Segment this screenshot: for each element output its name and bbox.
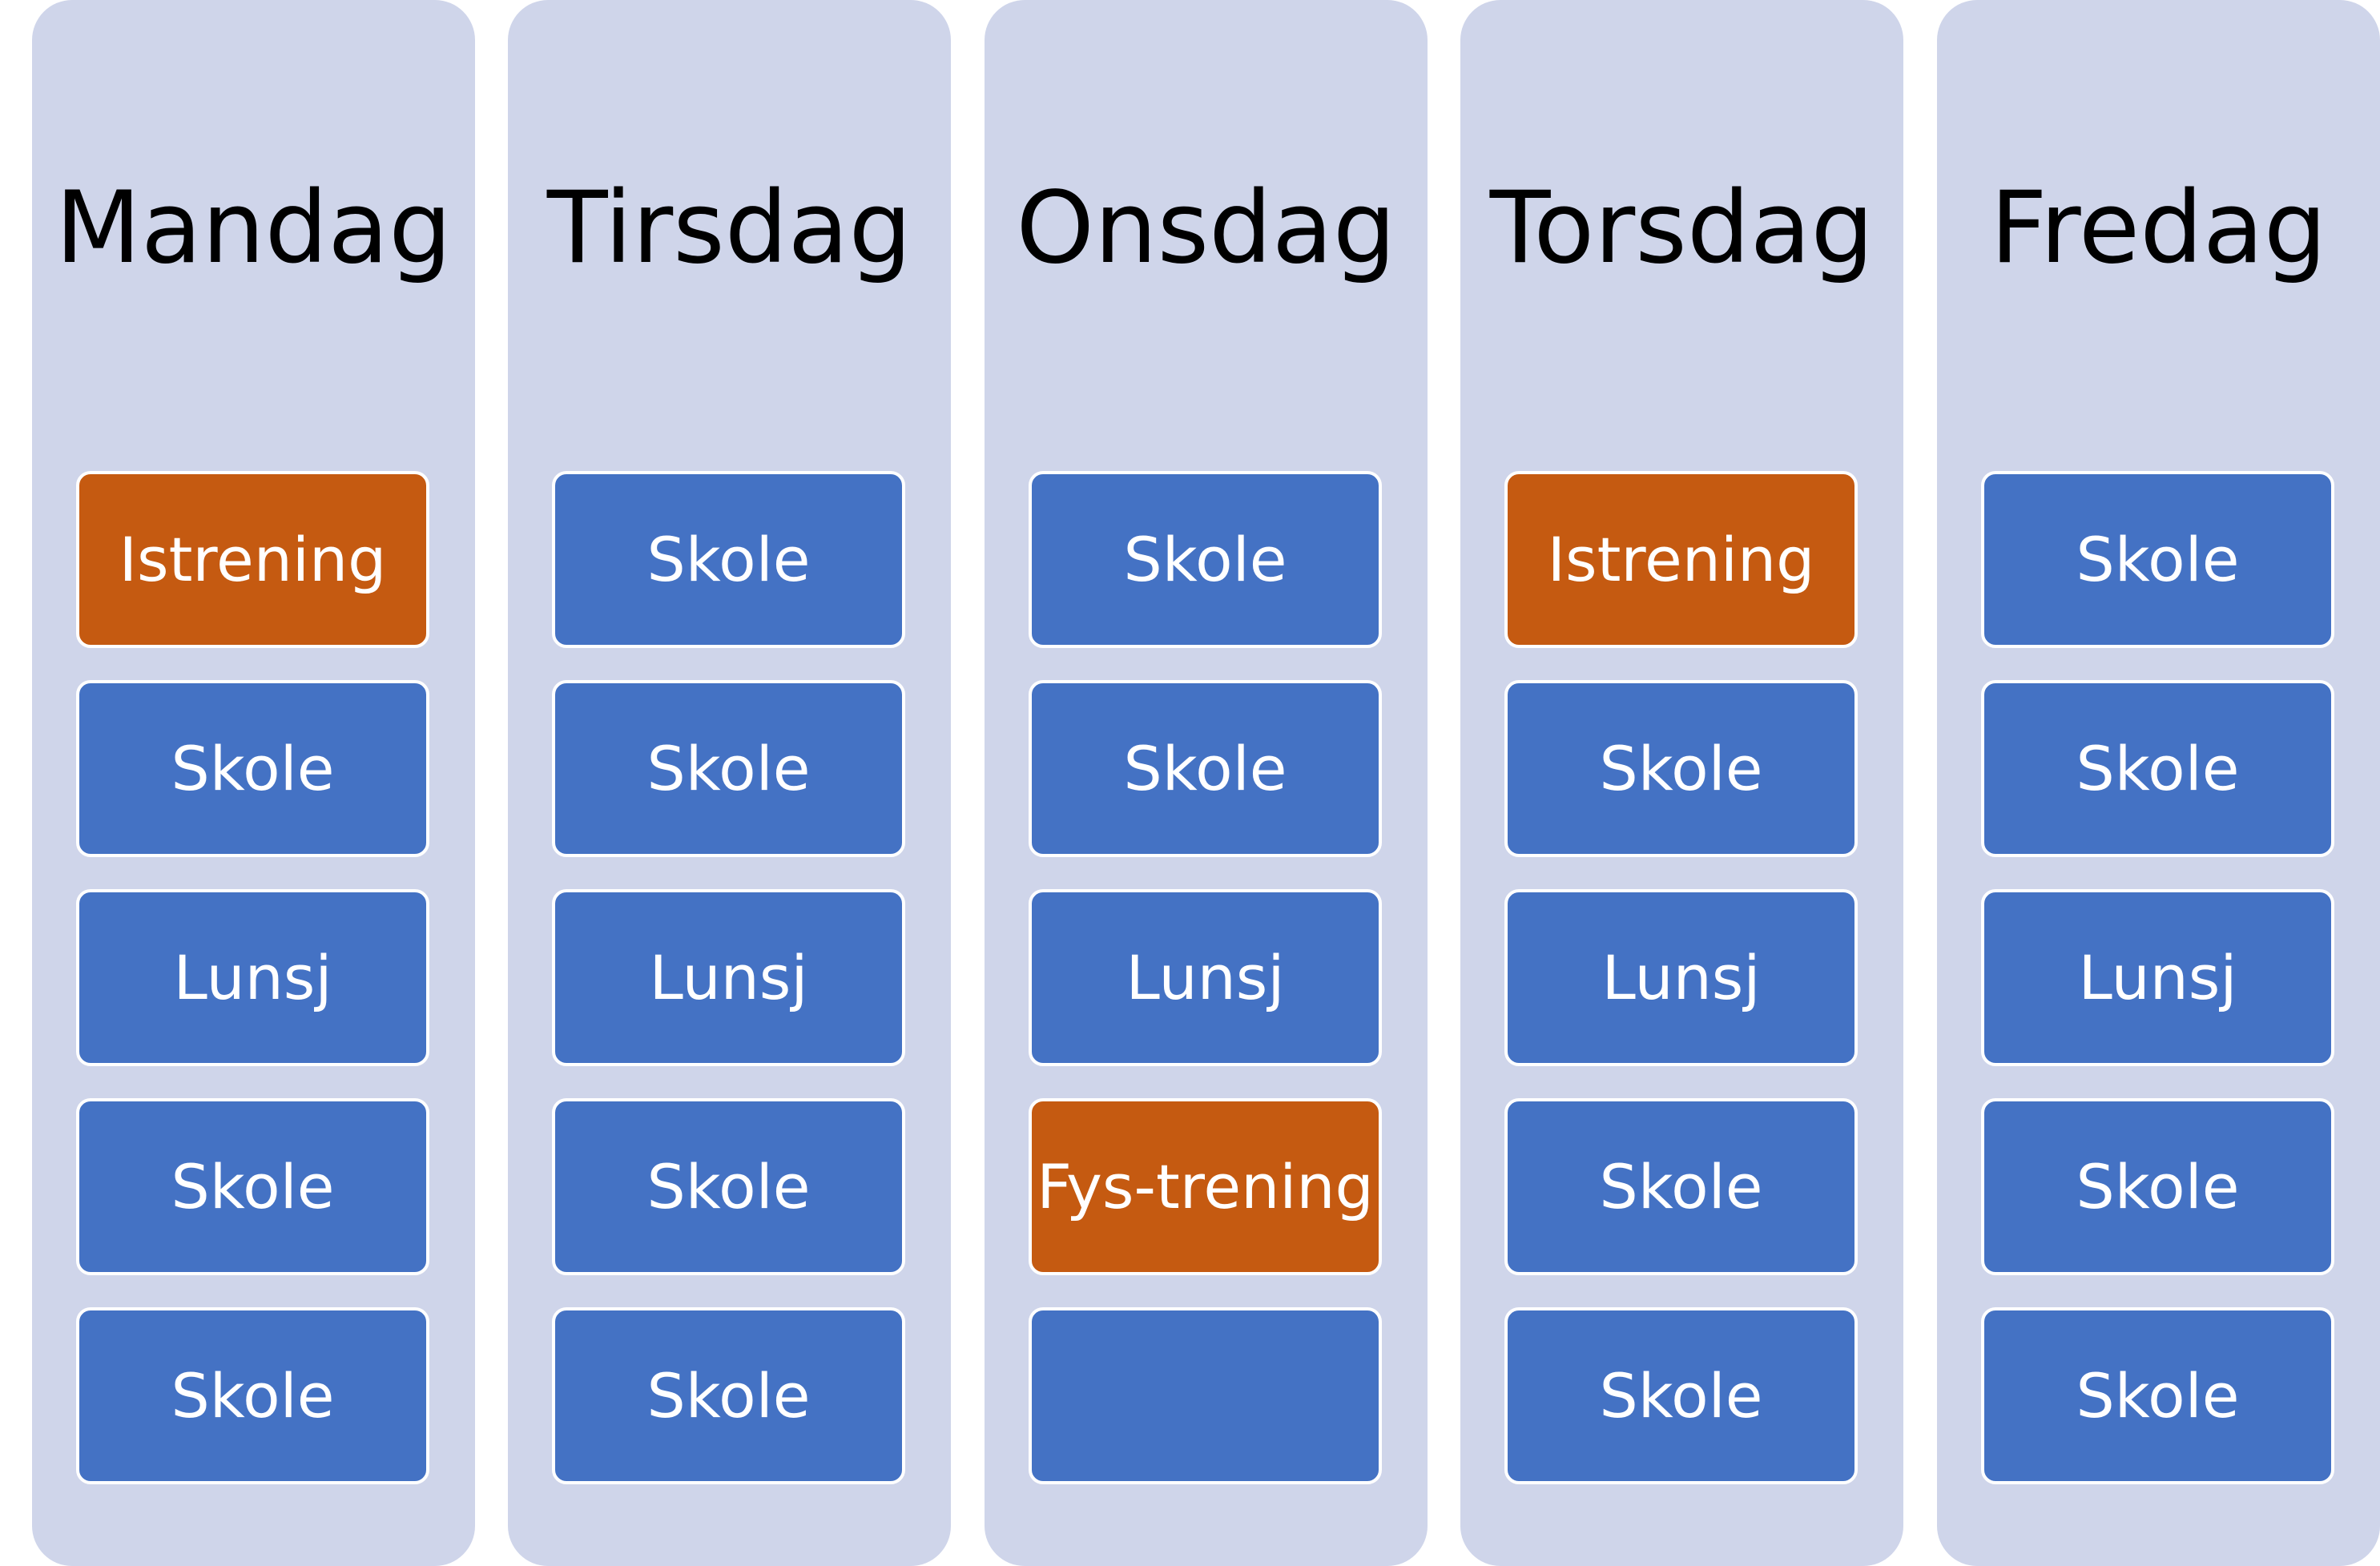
day-column-tirsdag: Tirsdag Skole Skole Lunsj Skole Skole [508,0,951,1566]
day-title: Torsdag [1489,171,1875,286]
schedule-block: Lunsj [76,889,429,1066]
schedule-block: Skole [1029,680,1382,857]
schedule-block: Lunsj [1504,889,1858,1066]
schedule-block: Skole [552,1307,905,1484]
schedule-block: Istrening [76,471,429,648]
schedule-block: Skole [1981,471,2334,648]
schedule-block: Skole [1981,680,2334,857]
schedule-block: Skole [1504,680,1858,857]
day-title: Onsdag [1016,171,1396,286]
schedule-block: Skole [552,471,905,648]
schedule-block: Skole [552,1098,905,1275]
schedule-block: Fys-trening [1029,1098,1382,1275]
day-column-fredag: Fredag Skole Skole Lunsj Skole Skole [1937,0,2380,1566]
schedule-block: Istrening [1504,471,1858,648]
schedule-block: Skole [1504,1098,1858,1275]
schedule-block: Skole [1981,1098,2334,1275]
day-column-mandag: Mandag Istrening Skole Lunsj Skole Skole [32,0,475,1566]
schedule-block-empty [1029,1307,1382,1484]
day-title: Tirsdag [546,171,912,286]
schedule-block: Lunsj [552,889,905,1066]
schedule-block: Skole [1504,1307,1858,1484]
schedule-block: Skole [76,1098,429,1275]
day-title: Fredag [1990,171,2327,286]
schedule-block: Skole [76,680,429,857]
schedule-block: Lunsj [1981,889,2334,1066]
schedule-block: Lunsj [1029,889,1382,1066]
schedule-block: Skole [76,1307,429,1484]
day-title: Mandag [55,171,452,286]
schedule-block: Skole [1029,471,1382,648]
day-column-torsdag: Torsdag Istrening Skole Lunsj Skole Skol… [1460,0,1903,1566]
day-column-onsdag: Onsdag Skole Skole Lunsj Fys-trening [985,0,1428,1566]
schedule-block: Skole [552,680,905,857]
schedule-block: Skole [1981,1307,2334,1484]
